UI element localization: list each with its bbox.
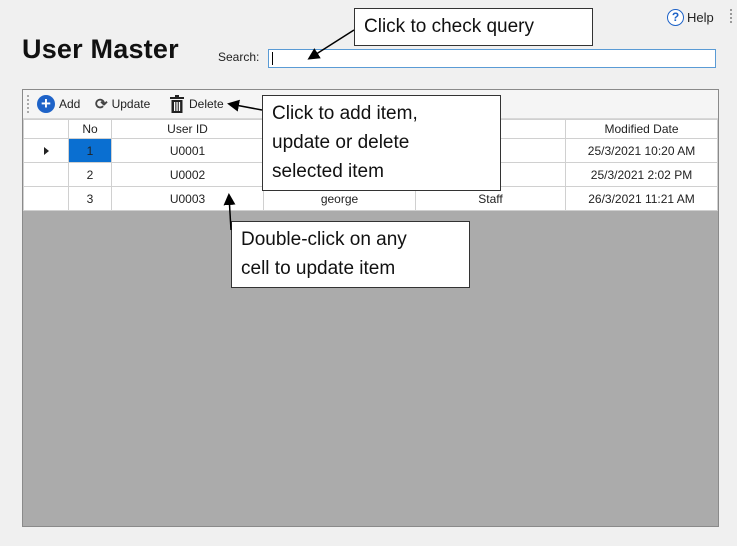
add-icon: + (37, 95, 55, 113)
toolbar-grip (730, 9, 734, 23)
table-cell[interactable]: U0003 (111, 186, 264, 211)
refresh-icon: ⟳ (95, 96, 108, 113)
table-cell[interactable]: U0002 (111, 162, 264, 187)
callout-toolbar: Click to add item, update or delete sele… (262, 95, 501, 191)
callout-search: Click to check query (354, 8, 593, 46)
callout-line: Double-click on any (241, 229, 407, 250)
table-cell[interactable]: 26/3/2021 11:21 AM (565, 186, 718, 211)
callout-line: Click to add item, (272, 103, 418, 124)
trash-icon (170, 95, 184, 113)
column-header[interactable]: User ID (111, 119, 264, 139)
arrow-to-toolbar (227, 99, 263, 112)
toolbar-grip (27, 95, 31, 113)
search-input[interactable] (268, 49, 716, 68)
table-cell[interactable]: U0001 (111, 138, 264, 163)
add-label: Add (59, 97, 81, 111)
help-icon: ? (667, 8, 684, 26)
page-title: User Master (22, 34, 179, 64)
row-header-corner (23, 119, 69, 139)
update-label: Update (111, 97, 151, 111)
callout-text: Click to check query (364, 16, 535, 37)
current-row-icon (43, 146, 49, 155)
text-caret (272, 52, 273, 65)
callout-line: selected item (272, 161, 384, 182)
add-button[interactable]: + Add (37, 94, 80, 114)
callout-line: update or delete (272, 132, 410, 153)
delete-button[interactable]: Delete (169, 94, 224, 114)
column-header[interactable]: Modified Date (565, 119, 718, 139)
callout-cell-edit: Double-click on any cell to update item (231, 221, 470, 288)
update-button[interactable]: ⟳ Update (95, 94, 150, 114)
arrow-to-search (307, 29, 355, 60)
help-button[interactable]: ? Help (667, 7, 714, 27)
delete-label: Delete (189, 97, 224, 111)
search-label: Search: (218, 50, 260, 64)
help-label: Help (687, 9, 714, 25)
row-selector[interactable] (23, 162, 69, 187)
callout-line: cell to update item (241, 258, 396, 279)
arrow-to-cell (223, 193, 236, 231)
